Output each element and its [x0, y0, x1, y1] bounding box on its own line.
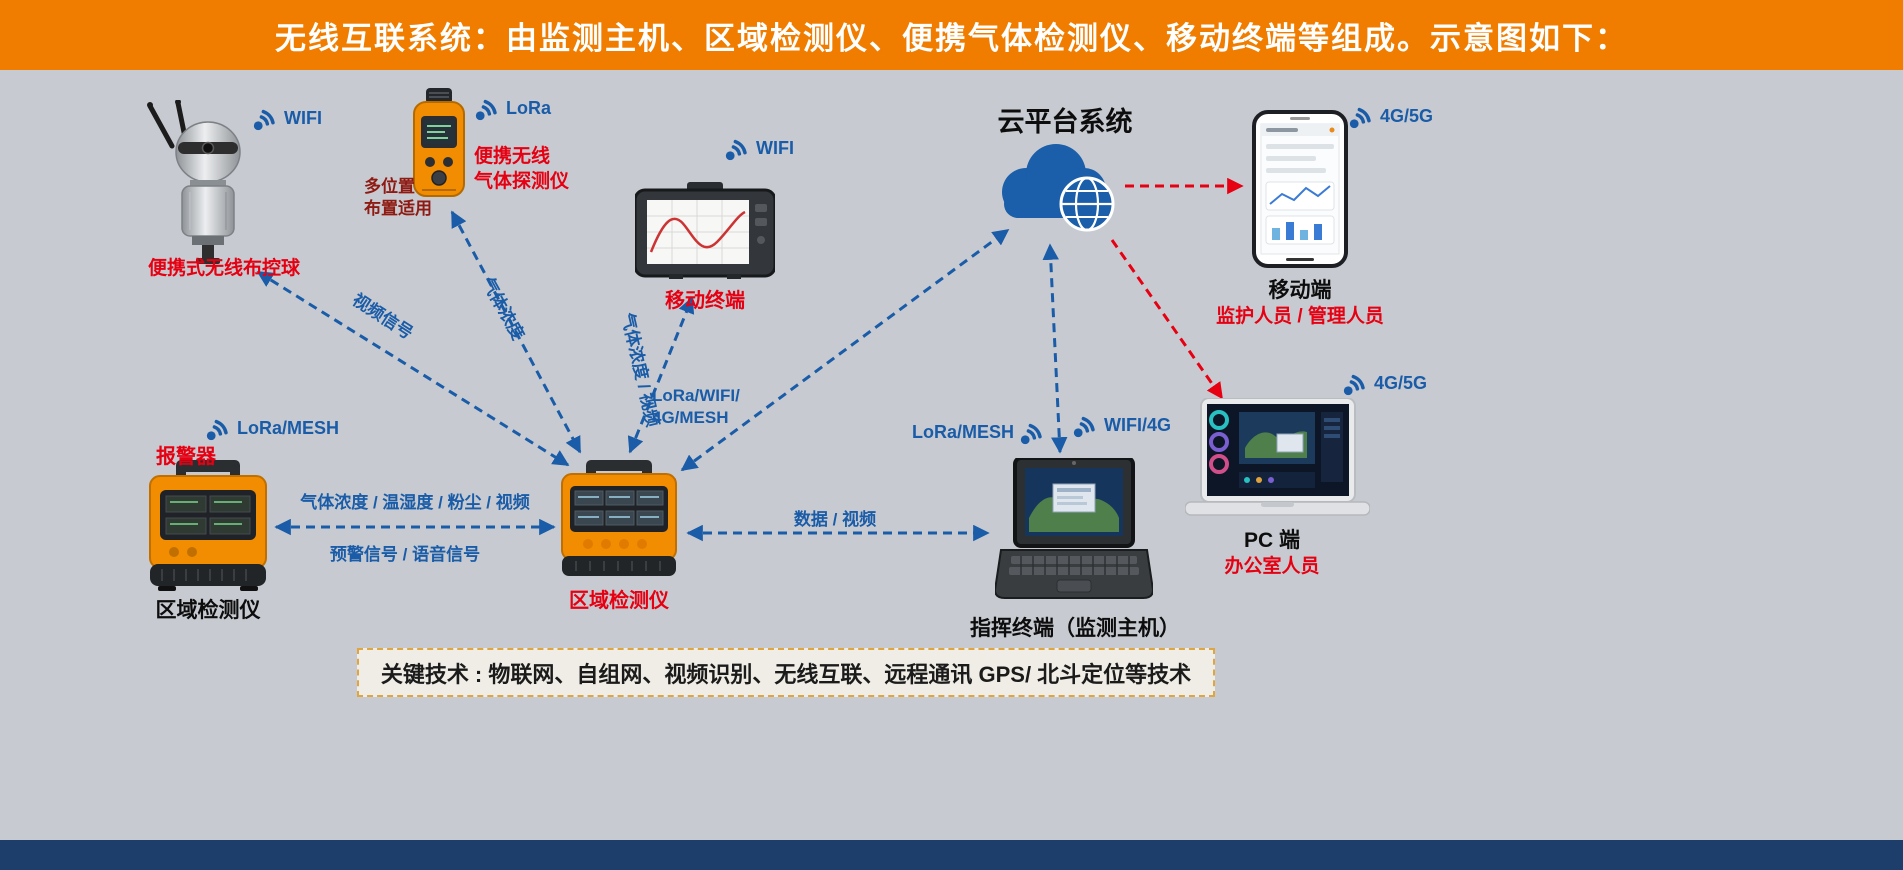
area-detector-device: [560, 460, 678, 580]
link-label-gas-concentration: 气体浓度: [478, 274, 528, 344]
link-label-lora-wifi-line2: 4G/MESH: [652, 408, 729, 427]
4g5g-signal-icon: [1348, 104, 1375, 129]
pc-signal-label: 4G/5G: [1374, 373, 1428, 393]
gas-detector-signal: LoRa: [474, 96, 551, 121]
command-left-signal: LoRa/MESH: [912, 420, 1046, 445]
wifi-signal-icon: [724, 136, 751, 161]
camera-signal-label: WIFI: [284, 108, 322, 128]
command-terminal-art: [993, 456, 1155, 599]
link-command-cloud: [1042, 243, 1068, 454]
wifi-signal-icon: [252, 106, 279, 131]
alarm-signal-label: LoRa/MESH: [237, 418, 340, 438]
camera-device-art: [147, 99, 241, 264]
pc-signal: 4G/5G: [1342, 371, 1427, 396]
gas-detector-label-line1: 便携无线: [474, 146, 551, 167]
pc-label: PC 端: [1243, 529, 1300, 552]
4g5g-signal-icon: [1342, 371, 1369, 396]
camera-label: 便携式无线布控球: [148, 258, 301, 279]
gas-detector-art: [413, 88, 465, 197]
footer-bar: [0, 840, 1903, 870]
wifi-4g-signal-icon: [1072, 413, 1099, 438]
phone-sublabel: 监护人员 / 管理人员: [1216, 306, 1384, 327]
tablet-device: [633, 182, 777, 280]
area-detector-art: [561, 460, 677, 576]
pc-art: [1184, 397, 1371, 516]
phone-signal: 4G/5G: [1348, 104, 1433, 129]
command-terminal-label: 指挥终端（监测主机）: [970, 617, 1180, 640]
gas-detector-device: [408, 88, 470, 203]
link-label-video-signal: 视频信号: [348, 290, 417, 344]
phone-art: [1252, 110, 1348, 268]
phone-signal-label: 4G/5G: [1380, 106, 1434, 126]
keytech-text: 关键技术 : 物联网、自组网、视频识别、无线互联、远程通讯 GPS/ 北斗定位等…: [380, 661, 1192, 687]
header-bar: 无线互联系统：由监测主机、区域检测仪、便携气体检测仪、移动终端等组成。示意图如下…: [0, 0, 1903, 70]
command-left-signal-label: LoRa/MESH: [912, 422, 1015, 442]
gas-detector-note-line1: 多位置: [364, 177, 415, 196]
gas-detector-label-line2: 气体探测仪: [474, 171, 570, 192]
alarm-bottom-label: 区域检测仪: [155, 599, 261, 622]
gas-detector-signal-label: LoRa: [506, 98, 551, 118]
tablet-label: 移动终端: [665, 290, 745, 312]
command-terminal-device: [993, 456, 1155, 606]
area-detector-label: 区域检测仪: [569, 590, 669, 612]
alarm-signal: LoRa/MESH: [205, 416, 339, 441]
camera-signal: WIFI: [252, 106, 322, 131]
cloud-title: 云平台系统: [997, 107, 1133, 137]
gas-detector-note-line2: 布置适用: [364, 199, 432, 218]
lora-signal-icon: [474, 96, 501, 121]
command-right-signal-label: WIFI/4G: [1104, 415, 1171, 435]
tablet-signal: WIFI: [724, 136, 794, 161]
phone-label: 移动端: [1268, 279, 1332, 302]
alarm-device: [148, 460, 268, 592]
pc-device: [1184, 397, 1371, 523]
phone-device: [1252, 110, 1348, 268]
link-label-warning-voice: 预警信号 / 语音信号: [329, 545, 481, 564]
command-right-signal: WIFI/4G: [1072, 413, 1171, 438]
lora-mesh-signal-icon: [1019, 420, 1046, 445]
cloud-art: [1002, 144, 1115, 232]
link-label-data-video: 数据 / 视频: [793, 510, 877, 529]
tablet-signal-label: WIFI: [756, 138, 794, 158]
tablet-art: [633, 182, 777, 279]
lora-mesh-signal-icon: [205, 416, 232, 441]
cloud-icon: [990, 130, 1130, 240]
alarm-art: [149, 460, 267, 591]
camera-device: [140, 99, 270, 265]
keytech-box: 关键技术 : 物联网、自组网、视频识别、无线互联、远程通讯 GPS/ 北斗定位等…: [357, 648, 1215, 697]
pc-sublabel: 办公室人员: [1224, 556, 1320, 577]
link-label-lora-wifi-line1: LoRa/WIFI/: [652, 386, 740, 405]
link-label-sensor-data: 气体浓度 / 温湿度 / 粉尘 / 视频: [300, 493, 530, 512]
page-title: 无线互联系统：由监测主机、区域检测仪、便携气体检测仪、移动终端等组成。示意图如下…: [275, 20, 1628, 56]
alarm-label: 报警器: [156, 446, 216, 468]
